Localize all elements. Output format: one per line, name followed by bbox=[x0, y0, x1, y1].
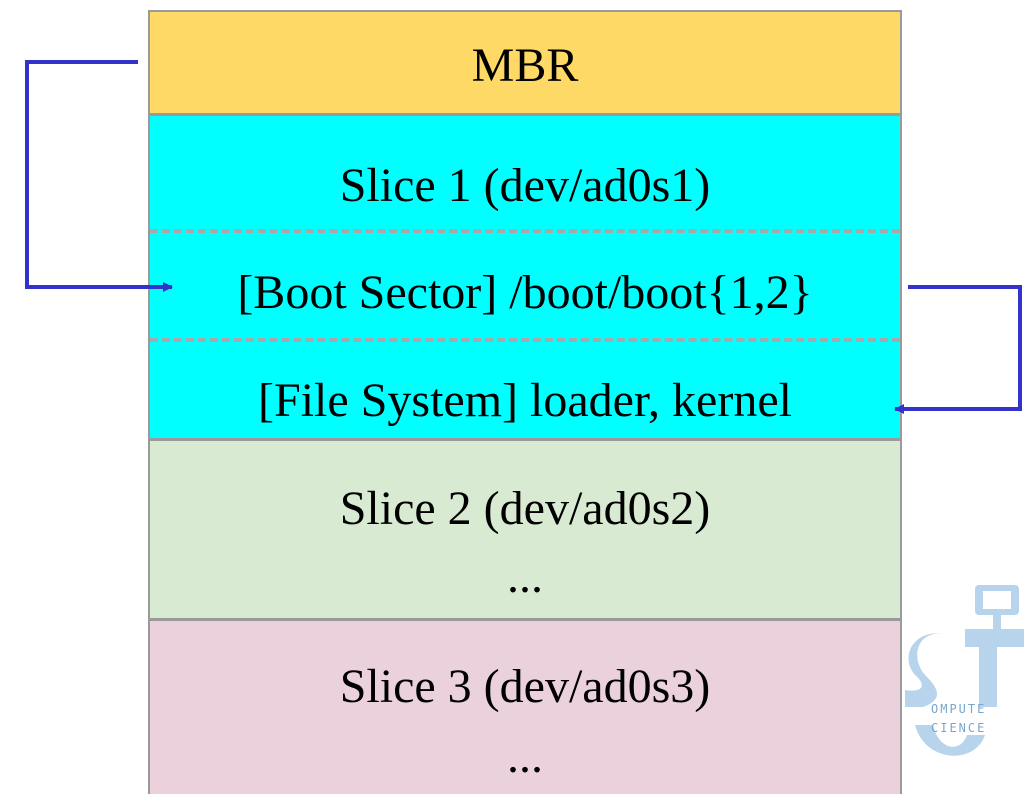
disk-layout: MBR Slice 1 (dev/ad0s1) [Boot Sector] /b… bbox=[148, 10, 902, 794]
boot-sector-to-loader-arrow bbox=[894, 285, 1022, 414]
university-logo: OMPUTE CIENCE bbox=[905, 585, 1024, 765]
boot-sector-label: [Boot Sector] /boot/boot{1,2} bbox=[237, 266, 813, 319]
logo-graphic: OMPUTE CIENCE bbox=[905, 585, 1024, 756]
logo-text-line2: CIENCE bbox=[931, 721, 986, 735]
slice3-label: Slice 3 (dev/ad0s3) bbox=[339, 660, 711, 713]
mbr-label: MBR bbox=[471, 39, 579, 92]
logo-text-line1: OMPUTE bbox=[931, 702, 986, 716]
boot-sector-divider-top bbox=[150, 229, 900, 233]
slice1-label: Slice 1 (dev/ad0s1) bbox=[339, 159, 711, 212]
file-system-label: [File System] loader, kernel bbox=[258, 374, 792, 427]
slice2-block: Slice 2 (dev/ad0s2) ... bbox=[150, 441, 900, 621]
boot-sector-divider-bottom bbox=[150, 338, 900, 342]
slice1-block: Slice 1 (dev/ad0s1) [Boot Sector] /boot/… bbox=[150, 116, 900, 441]
mbr-block: MBR bbox=[150, 10, 900, 116]
slice3-ellipsis: ... bbox=[507, 730, 543, 783]
slice3-block: Slice 3 (dev/ad0s3) ... bbox=[150, 621, 900, 794]
slice2-ellipsis: ... bbox=[507, 550, 543, 603]
mbr-to-boot-sector-arrow bbox=[25, 60, 173, 292]
slice2-label: Slice 2 (dev/ad0s2) bbox=[339, 482, 711, 535]
